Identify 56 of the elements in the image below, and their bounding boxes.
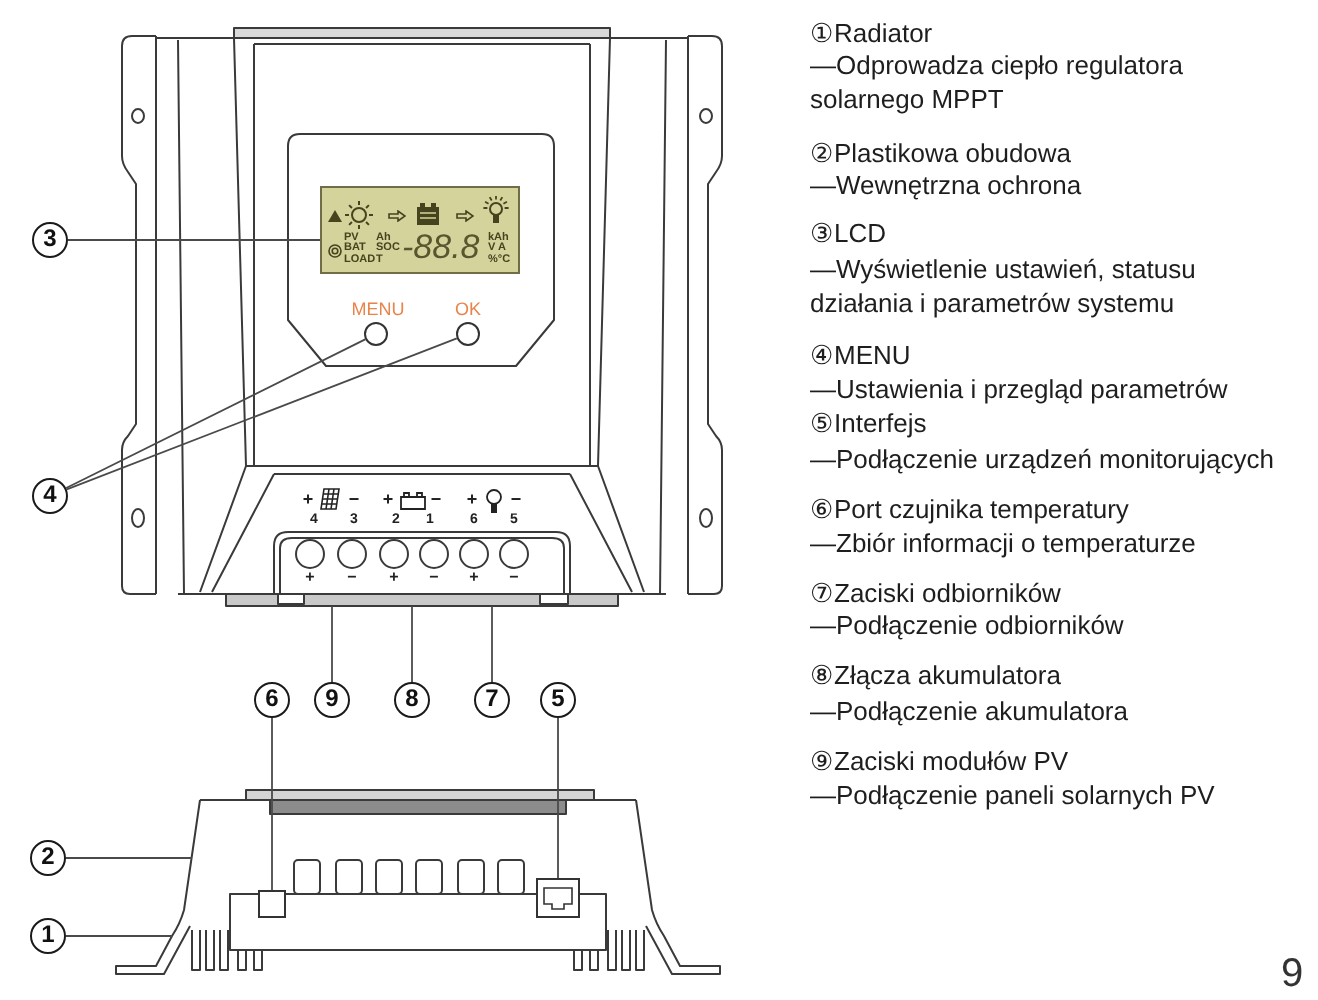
polarity-sign: − xyxy=(509,570,519,586)
sensor-port xyxy=(258,890,286,918)
polarity-sign: − xyxy=(347,570,357,586)
part-description: —Zbiór informacji o temperaturze xyxy=(810,526,1198,560)
polarity-sign: + xyxy=(305,570,315,586)
part-description: —Odprowadza ciepło regulatora solarnego MPPT xyxy=(810,48,1185,116)
part-title: ⑨Zaciski modułów PV xyxy=(810,744,1071,778)
lcd-digits: -88.8 xyxy=(402,230,480,266)
ethernet-port xyxy=(536,878,580,918)
polarity-sign: + xyxy=(469,570,479,586)
leader-line xyxy=(331,605,333,683)
part-title: ④MENU xyxy=(810,338,913,372)
callout-number: 2 xyxy=(30,840,66,876)
part-description: —Podłączenie paneli solarnych PV xyxy=(810,778,1217,812)
page-number: 9 xyxy=(1280,954,1304,994)
leader-line xyxy=(491,605,493,683)
part-title: ⑤Interfejs xyxy=(810,406,929,440)
part-title: ②Plastikowa obudowa xyxy=(810,136,1074,170)
part-description: —Wyświetlenie ustawień, statusu działania i parametrów systemu xyxy=(810,252,1198,320)
button-label: OK xyxy=(455,301,481,319)
leader-line xyxy=(65,857,193,859)
leader-line xyxy=(65,337,458,491)
part-title: ⑦Zaciski odbiorników xyxy=(810,576,1063,610)
callout-number: 6 xyxy=(254,682,290,718)
callout-number: 5 xyxy=(540,682,576,718)
callout-number: 4 xyxy=(32,478,68,514)
part-title: ⑧Złącza akumulatora xyxy=(810,658,1063,692)
part-description: —Podłączenie urządzeń monitorujących xyxy=(810,442,1276,476)
button-label: MENU xyxy=(351,301,405,319)
polarity-sign: − xyxy=(430,491,442,509)
polarity-sign: − xyxy=(510,491,522,509)
callout-number: 1 xyxy=(30,918,66,954)
leader-line xyxy=(67,239,321,241)
part-description: —Podłączenie odbiorników xyxy=(810,608,1126,642)
part-description: —Podłączenie akumulatora xyxy=(810,694,1130,728)
lcd-screen xyxy=(320,186,520,274)
polarity-sign: + xyxy=(382,491,394,509)
polarity-sign: + xyxy=(302,491,314,509)
polarity-sign: + xyxy=(466,491,478,509)
callout-number: 9 xyxy=(314,682,350,718)
callout-number: 7 xyxy=(474,682,510,718)
leader-line xyxy=(411,605,413,683)
part-title: ①Radiator xyxy=(810,16,935,50)
polarity-sign: − xyxy=(348,491,360,509)
polarity-sign: + xyxy=(389,570,399,586)
part-title: ⑥Port czujnika temperatury xyxy=(810,492,1131,526)
leader-line xyxy=(557,717,559,879)
leader-line xyxy=(271,717,273,891)
part-description: —Wewnętrzna ochrona xyxy=(810,168,1084,202)
part-description: —Ustawienia i przegląd parametrów xyxy=(810,372,1230,406)
leader-line xyxy=(65,338,367,489)
callout-number: 3 xyxy=(32,222,68,258)
callout-number: 8 xyxy=(394,682,430,718)
part-title: ③LCD xyxy=(810,216,889,250)
polarity-sign: − xyxy=(429,570,439,586)
leader-line xyxy=(65,935,173,937)
